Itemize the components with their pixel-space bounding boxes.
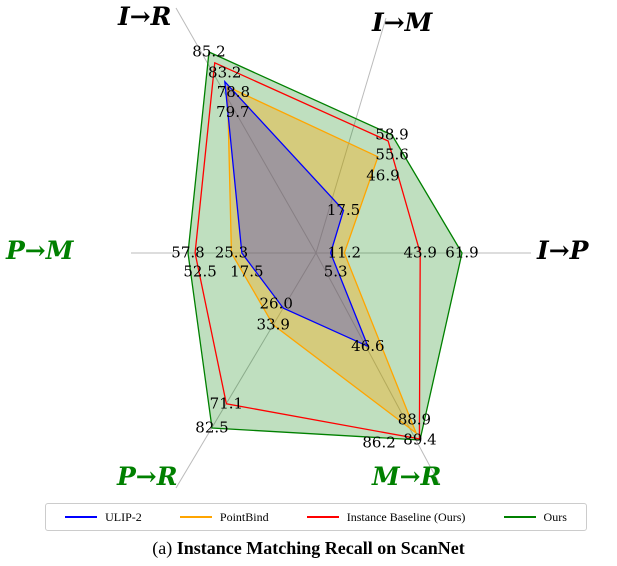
legend-label: PointBind [219,509,269,524]
caption-prefix: (a) [152,538,177,558]
axis-label: I→R [118,2,172,31]
axis-label: P→R [117,462,178,491]
value-label: 57.8 [171,244,204,262]
value-label: 46.9 [366,166,399,184]
value-label: 88.9 [398,410,431,428]
legend-label: Ours [543,509,567,524]
legend-swatch [503,516,536,518]
value-label: 5.3 [324,263,348,281]
value-label: 17.5 [327,201,360,219]
legend-label: Instance Baseline (Ours) [346,509,466,524]
value-label: 43.9 [404,244,437,262]
axis-label: I→M [372,8,433,37]
axis-line [175,252,317,489]
value-label: 86.2 [362,433,395,451]
axis-label: M→R [372,462,442,491]
legend-swatch [179,516,212,518]
caption-title: Instance Matching Recall on ScanNet [176,538,465,558]
value-label: 26.0 [260,295,293,313]
series-polygon-ours [187,51,463,441]
value-label: 46.6 [351,337,384,355]
value-label: 55.6 [375,146,408,164]
caption: (a) Instance Matching Recall on ScanNet [0,538,617,559]
value-label: 58.9 [375,126,408,144]
legend-item-instance-baseline: Instance Baseline (Ours) [306,509,466,525]
value-label: 33.9 [257,315,290,333]
series-polygon-ulip-2 [223,79,370,348]
value-label: 11.2 [328,244,361,262]
legend-item-ulip2: ULIP-2 [65,510,142,525]
value-label: 25.3 [215,244,248,262]
value-label: 82.5 [195,419,228,437]
value-label: 78.8 [217,83,250,101]
value-label: 89.4 [403,431,436,449]
series-polygon-pointbind [226,85,418,435]
value-label: 79.7 [216,103,249,121]
axis-label: P→M [6,236,74,265]
axis-label: I→P [537,236,589,265]
value-label: 52.5 [183,263,216,281]
legend-item-ours: Ours [503,509,567,525]
series-polygon-instance-baseline-ours- [194,61,421,440]
legend-item-pointbind: PointBind [179,509,269,525]
value-label: 71.1 [210,394,243,412]
axis-line [315,252,441,486]
value-label: 83.2 [208,63,241,81]
radar-chart: 85.2 58.9 61.9 89.4 82.5 57.8 83.2 55.6 43.9 88.9… [131,7,531,489]
value-label: 61.9 [445,244,478,262]
axis-line [175,7,317,254]
axis-line [315,17,387,254]
value-label: 85.2 [192,43,225,61]
legend-swatch [306,516,339,518]
value-label: 17.5 [230,263,263,281]
legend-label: ULIP-2 [105,509,142,524]
legend-swatch [65,516,98,518]
legend: ULIP-2 PointBind Instance Baseline (Ours… [45,503,587,531]
